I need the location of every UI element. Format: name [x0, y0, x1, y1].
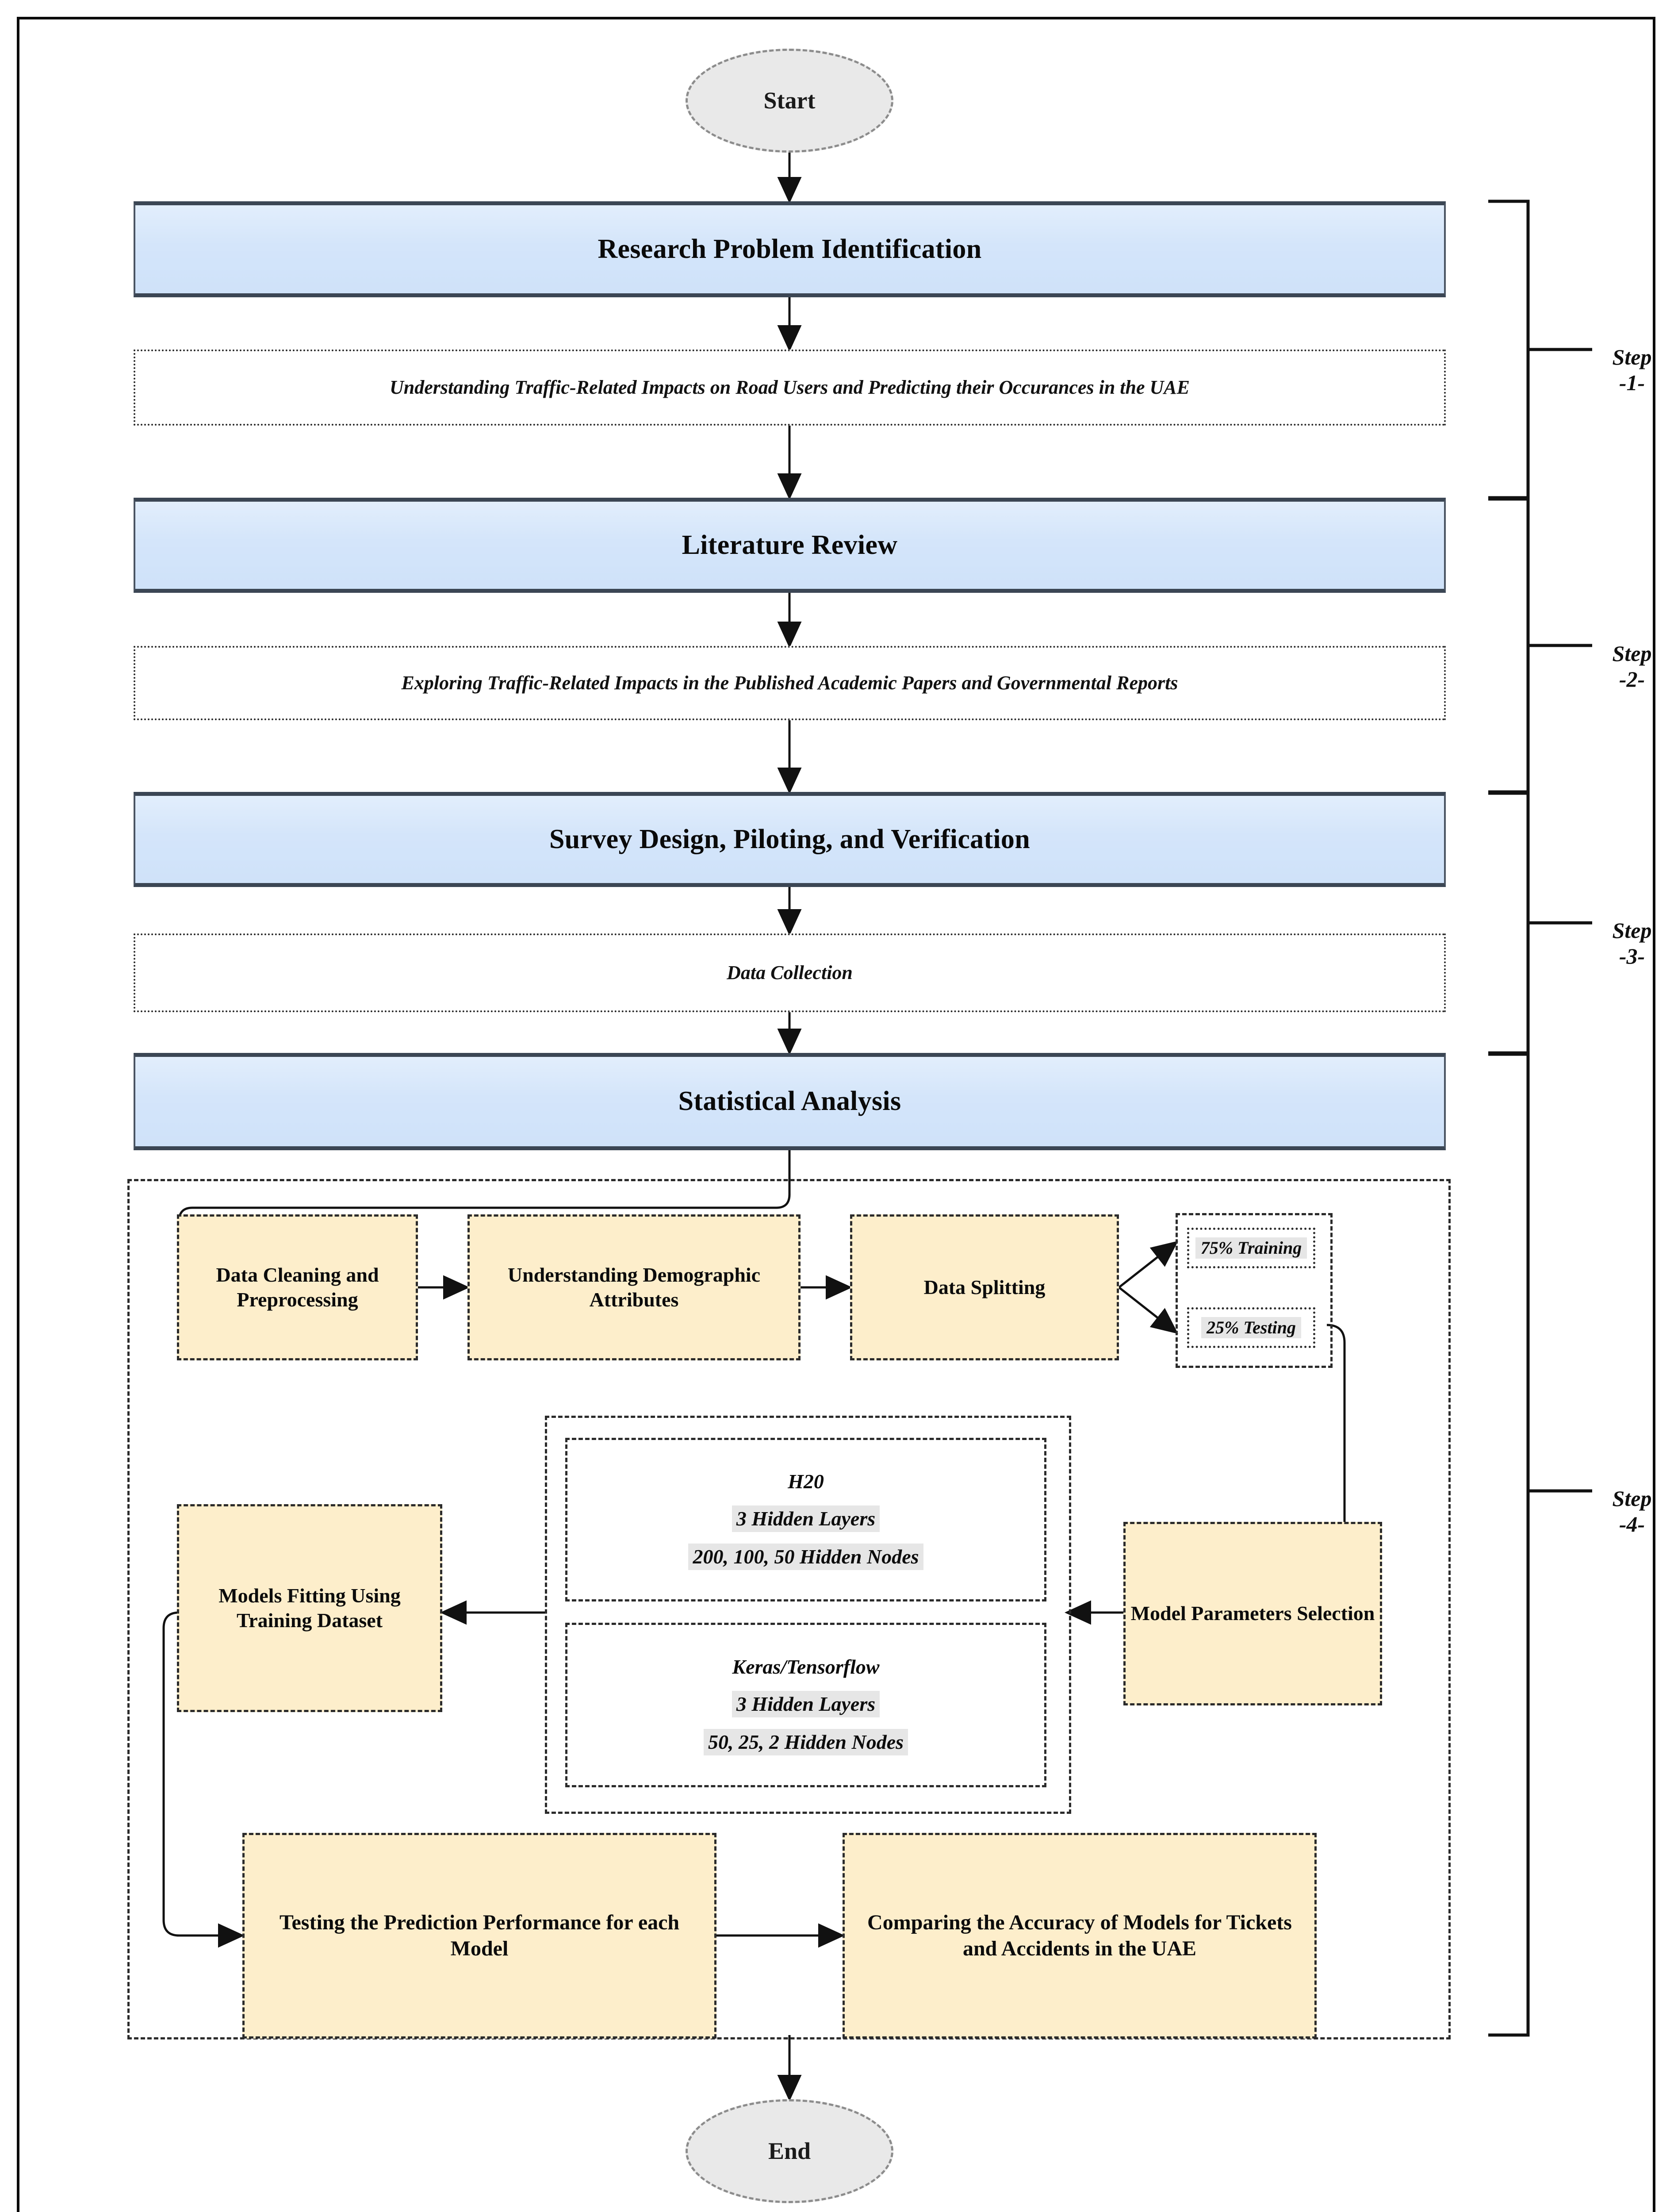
stage-statistical-analysis[interactable]: Statistical Analysis — [134, 1053, 1446, 1150]
step-label-1: Step -1- — [1612, 345, 1652, 395]
end-terminator: End — [686, 2099, 893, 2203]
process-models-fitting[interactable]: Models Fitting Using Training Dataset — [177, 1504, 442, 1712]
split-label: 75% Training — [1195, 1237, 1307, 1259]
process-label: Models Fitting Using Training Dataset — [218, 1584, 401, 1632]
end-label: End — [768, 2137, 811, 2164]
model-layers: 3 Hidden Layers — [732, 1505, 880, 1532]
model-h2o: H20 3 Hidden Layers 200, 100, 50 Hidden … — [565, 1438, 1046, 1601]
annotation-exploring-impacts: Exploring Traffic-Related Impacts in the… — [134, 646, 1446, 720]
stage-survey-design[interactable]: Survey Design, Piloting, and Verificatio… — [134, 792, 1446, 887]
stage-label: Statistical Analysis — [678, 1086, 901, 1117]
step-label-4: Step -4- — [1612, 1486, 1652, 1536]
annotation-text: Data Collection — [727, 962, 853, 984]
step4-container — [127, 1179, 1451, 2039]
process-label: Comparing the Accuracy of Models for Tic… — [867, 1910, 1292, 1960]
split-label: 25% Testing — [1201, 1317, 1301, 1339]
process-label: Understanding Demographic Attributes — [507, 1263, 761, 1311]
start-terminator: Start — [686, 49, 893, 153]
stage-label: Literature Review — [682, 530, 898, 560]
step-label-3: Step -3- — [1612, 918, 1652, 968]
annotation-text: Exploring Traffic-Related Impacts in the… — [401, 672, 1178, 694]
annotation-data-collection: Data Collection — [134, 933, 1446, 1012]
process-demographic-attributes[interactable]: Understanding Demographic Attributes — [467, 1214, 801, 1360]
annotation-understanding-impacts: Understanding Traffic-Related Impacts on… — [134, 349, 1446, 426]
process-label: Data Splitting — [923, 1275, 1046, 1298]
start-label: Start — [763, 87, 816, 114]
models-group-container — [545, 1416, 1071, 1814]
process-label: Testing the Prediction Performance for e… — [279, 1910, 680, 1960]
stage-label: Survey Design, Piloting, and Verificatio… — [549, 824, 1030, 854]
stage-literature-review[interactable]: Literature Review — [134, 498, 1446, 593]
process-testing-performance[interactable]: Testing the Prediction Performance for e… — [242, 1833, 716, 2039]
model-name: H20 — [788, 1470, 824, 1493]
stage-label: Research Problem Identification — [598, 234, 982, 264]
split-testing: 25% Testing — [1187, 1307, 1315, 1348]
annotation-text: Understanding Traffic-Related Impacts on… — [390, 376, 1190, 399]
model-layers: 3 Hidden Layers — [732, 1690, 880, 1718]
process-model-parameters-selection[interactable]: Model Parameters Selection — [1123, 1522, 1382, 1705]
step-label-2: Step -2- — [1612, 641, 1652, 691]
process-comparing-accuracy[interactable]: Comparing the Accuracy of Models for Tic… — [843, 1833, 1317, 2039]
model-nodes: 50, 25, 2 Hidden Nodes — [703, 1729, 908, 1756]
process-label: Model Parameters Selection — [1130, 1602, 1375, 1625]
outer-frame — [17, 17, 1655, 2212]
split-group-container — [1176, 1213, 1333, 1368]
process-data-splitting[interactable]: Data Splitting — [850, 1214, 1119, 1360]
process-data-cleaning[interactable]: Data Cleaning and Preprocessing — [177, 1214, 418, 1360]
model-name: Keras/Tensorflow — [732, 1655, 880, 1678]
model-keras-tensorflow: Keras/Tensorflow 3 Hidden Layers 50, 25,… — [565, 1623, 1046, 1787]
process-label: Data Cleaning and Preprocessing — [216, 1263, 379, 1311]
split-training: 75% Training — [1187, 1228, 1315, 1268]
model-nodes: 200, 100, 50 Hidden Nodes — [688, 1544, 923, 1571]
stage-research-problem-identification[interactable]: Research Problem Identification — [134, 201, 1446, 297]
